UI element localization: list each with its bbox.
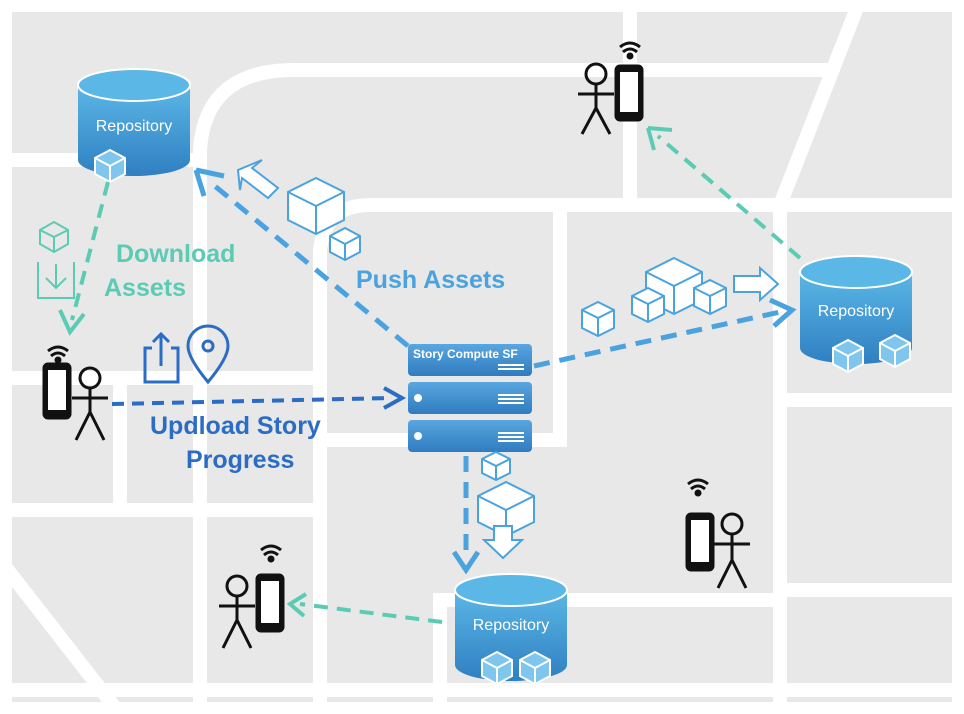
wifi-icon	[619, 41, 641, 60]
repository-top-left-label: Repository	[96, 118, 172, 135]
upload-arrow	[111, 386, 407, 410]
teal-arrow-bottom-left	[286, 592, 443, 624]
cube-icon	[481, 450, 511, 482]
cube-icon	[287, 176, 345, 236]
location-pin-icon	[186, 324, 230, 385]
download-assets-label-line1: Download	[116, 240, 235, 268]
upload-progress-label-line1: Updload Story	[150, 412, 321, 440]
user-with-phone-bottom-left	[219, 544, 285, 649]
wifi-icon	[47, 345, 69, 364]
push-arrow-top-left	[193, 167, 410, 348]
server-title: Story Compute SF	[413, 347, 518, 361]
repository-right-label: Repository	[818, 303, 894, 320]
cube-icon	[693, 278, 727, 316]
share-icon	[143, 331, 180, 384]
teal-arrow-top-right	[646, 126, 802, 260]
wifi-icon	[687, 478, 709, 497]
cube-icon	[329, 226, 361, 262]
cube-icon	[481, 650, 513, 686]
user-with-phone-top-right	[578, 41, 644, 135]
push-arrow-right	[533, 297, 797, 369]
cube-icon	[879, 333, 911, 369]
repository-bottom-label: Repository	[473, 617, 549, 634]
cube-icon	[832, 338, 864, 374]
push-outline-arrow-icon	[733, 265, 780, 303]
repository-right: Repository	[799, 255, 913, 374]
cube-icon	[581, 300, 615, 338]
cube-icon	[519, 650, 551, 686]
cube-icon	[631, 286, 665, 324]
story-compute-server: Story Compute SF	[408, 344, 532, 452]
upload-progress-label-line2: Progress	[186, 446, 294, 474]
push-outline-arrow-icon	[236, 159, 280, 200]
download-arrow	[58, 181, 110, 336]
user-with-phone-bottom-right	[685, 478, 750, 589]
repository-bottom: Repository	[454, 573, 568, 686]
push-assets-label: Push Assets	[356, 266, 505, 294]
download-assets-label-line2: Assets	[104, 274, 186, 302]
download-cube-icon	[39, 220, 69, 254]
wifi-icon	[260, 544, 282, 563]
push-outline-arrow-icon	[481, 525, 525, 560]
repository-top-left: Repository	[77, 68, 191, 184]
cube-icon	[94, 148, 126, 184]
download-tray-icon	[37, 262, 75, 299]
user-with-phone-left	[42, 345, 108, 441]
push-arrow-bottom	[451, 456, 481, 575]
